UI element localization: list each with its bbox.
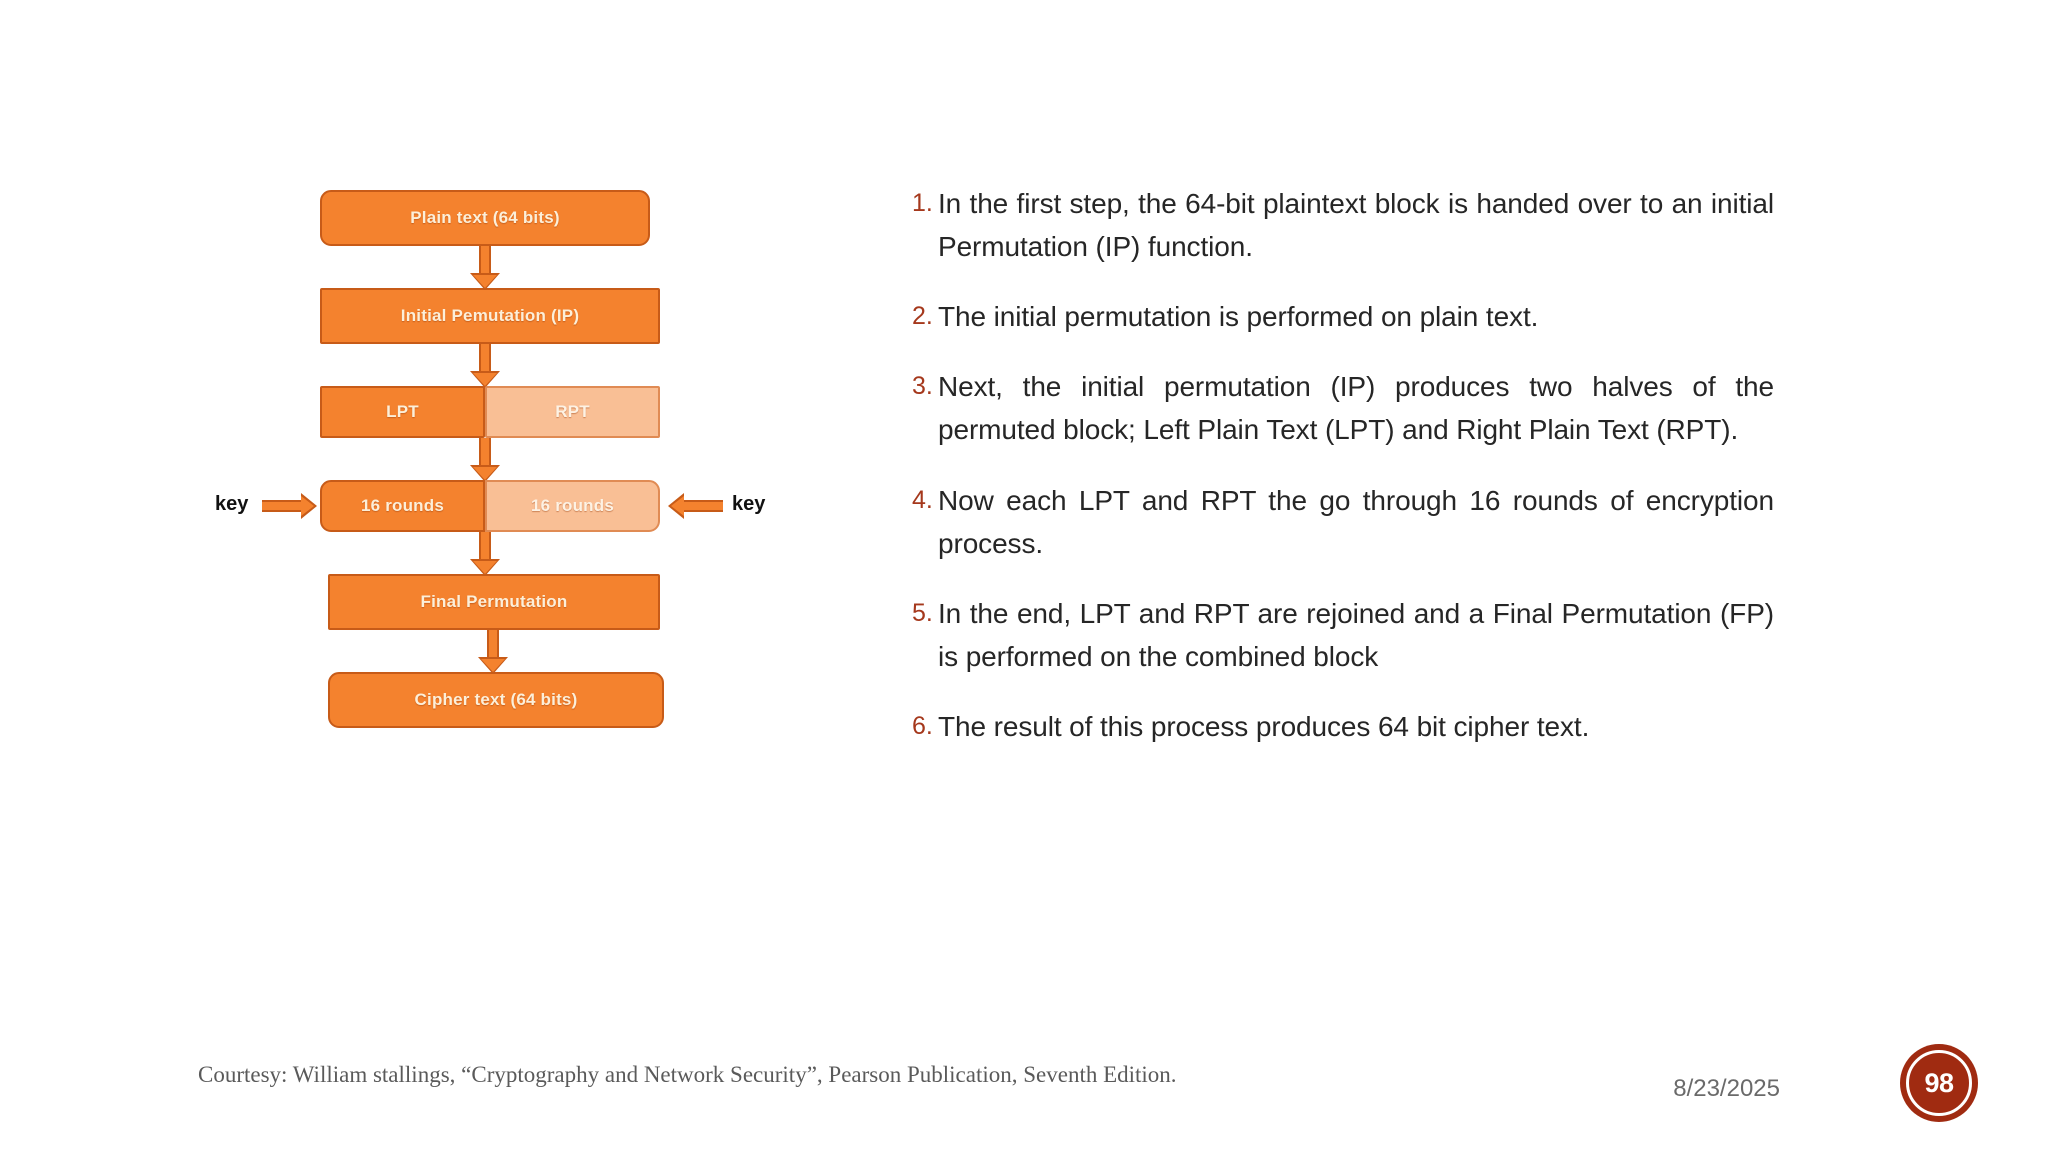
diagram-box-lpt: LPT — [320, 386, 485, 438]
arrow-shaft — [262, 500, 304, 512]
arrow-head-inner — [473, 561, 497, 574]
diagram-box-final-permutation-label: Final Permutation — [420, 592, 568, 611]
key-arrow-left — [262, 493, 317, 519]
page-number-badge: 98 — [1900, 1044, 1978, 1122]
arrow-head-inner — [301, 496, 314, 516]
arrow-fp-to-cipher — [478, 630, 508, 674]
list-item-number: 1. — [912, 189, 933, 217]
list-item-number: 6. — [912, 711, 933, 740]
diagram-box-final-permutation: Final Permutation — [328, 574, 660, 630]
slide-date: 8/23/2025 — [1673, 1075, 1780, 1102]
des-flow-diagram: Plain text (64 bits) Initial Pemutation … — [215, 190, 910, 790]
arrow-head-inner — [671, 496, 684, 516]
diagram-box-rounds-left: 16 rounds — [320, 480, 485, 532]
key-arrow-right — [668, 493, 723, 519]
diagram-box-initial-permutation: Initial Pemutation (IP) — [320, 288, 660, 344]
diagram-box-rounds-right-label: 16 rounds — [530, 496, 615, 515]
arrow-shaft — [479, 246, 491, 276]
list-item-number: 4. — [912, 485, 933, 514]
diagram-box-initial-permutation-label: Initial Pemutation (IP) — [400, 306, 580, 325]
page-number: 98 — [1924, 1067, 1954, 1098]
diagram-box-rpt: RPT — [485, 386, 660, 438]
arrow-ip-to-halves — [470, 344, 500, 388]
list-item-number: 5. — [912, 598, 933, 627]
list-item-text: Now each LPT and RPT the go through 16 r… — [938, 484, 1774, 559]
key-label-right: key — [732, 493, 766, 515]
diagram-box-cipher-text-label: Cipher text (64 bits) — [414, 690, 578, 709]
arrow-shaft — [487, 630, 499, 660]
list-item: 4. Now each LPT and RPT the go through 1… — [912, 479, 1774, 565]
diagram-box-rpt-label: RPT — [555, 402, 590, 421]
arrow-plain-to-ip — [470, 246, 500, 290]
arrow-shaft — [479, 438, 491, 468]
list-item-text: The result of this process produces 64 b… — [938, 710, 1590, 742]
list-item: 6. The result of this process produces 6… — [912, 705, 1774, 748]
arrow-head-inner — [473, 373, 497, 386]
list-item-number: 2. — [912, 302, 933, 331]
arrow-head-inner — [473, 467, 497, 480]
steps-list: 1. In the first step, the 64-bit plainte… — [912, 182, 1774, 775]
diagram-box-plain-text: Plain text (64 bits) — [320, 190, 650, 246]
badge-inner: 98 — [1906, 1050, 1972, 1116]
list-item: 5. In the end, LPT and RPT are rejoined … — [912, 592, 1774, 678]
diagram-box-rounds-right: 16 rounds — [485, 480, 660, 532]
arrow-head-inner — [481, 659, 505, 672]
list-item-text: In the first step, the 64-bit plaintext … — [938, 188, 1774, 263]
list-item: 2. The initial permutation is performed … — [912, 295, 1774, 338]
list-item: 3. Next, the initial permutation (IP) pr… — [912, 365, 1774, 451]
diagram-box-rounds-left-label: 16 rounds — [360, 496, 445, 515]
list-item-text: In the end, LPT and RPT are rejoined and… — [938, 597, 1774, 672]
arrow-shaft — [479, 344, 491, 374]
diagram-box-cipher-text: Cipher text (64 bits) — [328, 672, 664, 728]
diagram-box-lpt-label: LPT — [386, 402, 419, 421]
arrow-shaft — [479, 532, 491, 562]
diagram-box-plain-text-label: Plain text (64 bits) — [410, 208, 560, 227]
list-item-number: 3. — [912, 372, 933, 401]
list-item-text: The initial permutation is performed on … — [938, 301, 1539, 333]
key-label-left: key — [215, 493, 249, 515]
courtesy-note: Courtesy: William stallings, “Cryptograp… — [198, 1062, 1177, 1087]
list-item: 1. In the first step, the 64-bit plainte… — [912, 182, 1774, 268]
arrow-shaft — [681, 500, 723, 512]
list-item-text: Next, the initial permutation (IP) produ… — [938, 371, 1774, 446]
arrow-rounds-to-fp — [470, 532, 500, 576]
arrow-head-inner — [473, 275, 497, 288]
arrow-halves-to-rounds — [470, 438, 500, 482]
